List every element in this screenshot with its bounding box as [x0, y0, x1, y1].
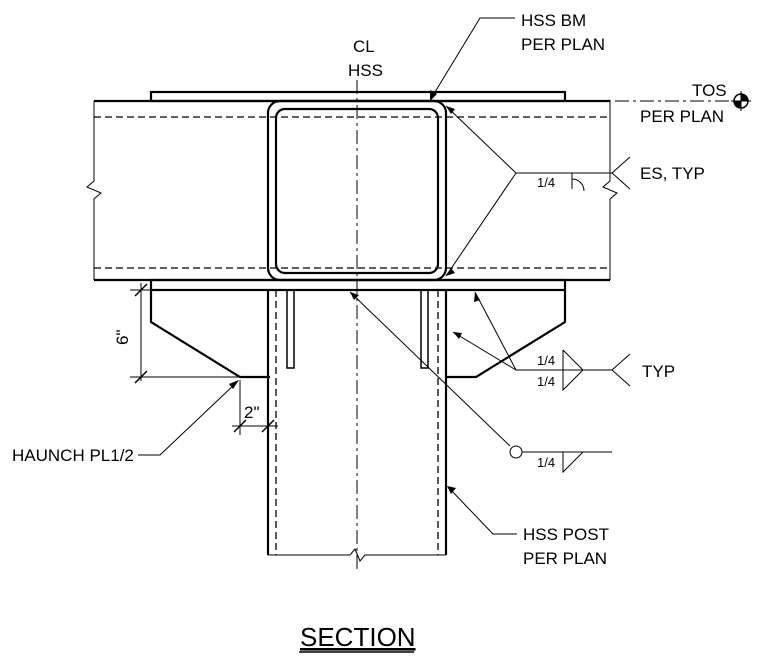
drawing-title: SECTION: [300, 622, 416, 652]
stiffener-left: [286, 289, 295, 369]
weld-es-symbol: [445, 105, 631, 277]
label-tos-2: PER PLAN: [640, 107, 724, 126]
dim-6-inch: [130, 283, 240, 384]
tos-marker: [565, 91, 751, 111]
label-hss-bm-2: PER PLAN: [521, 35, 605, 54]
label-cl-1: CL: [353, 37, 375, 56]
hss-post-leader: [447, 486, 517, 535]
weld-typ-symbol: [452, 291, 631, 392]
hss-beam: [94, 99, 610, 282]
dim-2-label: 2": [244, 403, 260, 422]
haunch-right: [446, 290, 567, 379]
label-hss-post-1: HSS POST: [523, 525, 609, 544]
label-hss-bm-1: HSS BM: [521, 11, 586, 30]
hss-bm-arrow: [430, 90, 437, 101]
weld-cap-size: 1/4: [537, 455, 555, 470]
label-hss-post-2: PER PLAN: [523, 549, 607, 568]
dim-6-label: 6": [113, 330, 132, 346]
hss-post: [266, 290, 448, 562]
beam-break-right: [602, 101, 618, 280]
dim-2-inch: [232, 380, 278, 435]
haunch-leader: [138, 380, 239, 456]
weld-typ-size-top: 1/4: [537, 353, 555, 368]
label-tos-1: TOS: [692, 81, 727, 100]
label-typ: TYP: [642, 362, 675, 381]
weld-cap-symbol: [349, 291, 612, 474]
beam-break-left: [86, 101, 102, 280]
weld-typ-size-bottom: 1/4: [537, 374, 555, 389]
label-es-typ: ES, TYP: [640, 164, 705, 183]
hss-bm-leader: [431, 17, 515, 98]
bottom-plate: [149, 278, 567, 292]
label-cl-2: HSS: [348, 61, 383, 80]
weld-es-size: 1/4: [537, 175, 555, 190]
label-haunch: HAUNCH PL1/2: [12, 446, 134, 465]
stiffener-right: [420, 289, 429, 369]
top-cap-plate: [149, 90, 567, 103]
haunch-left: [149, 290, 270, 379]
